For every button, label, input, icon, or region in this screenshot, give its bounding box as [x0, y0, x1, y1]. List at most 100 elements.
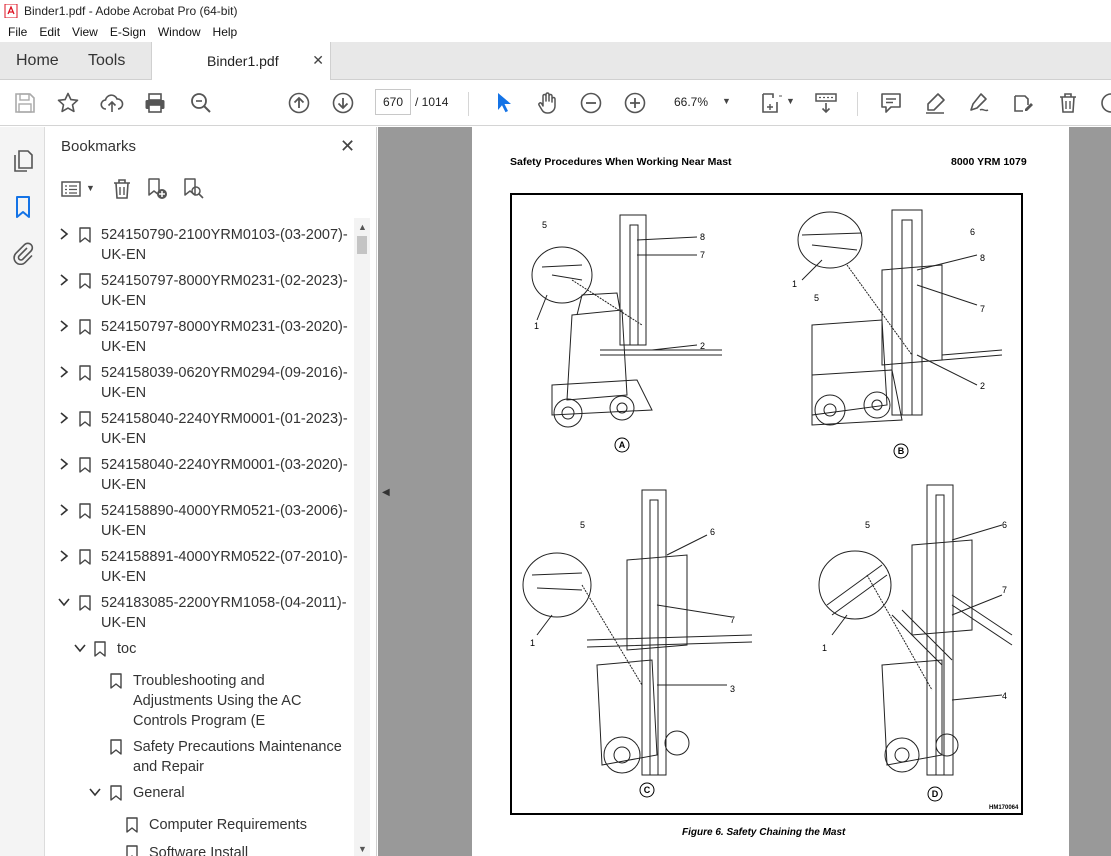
hand-tool-icon[interactable] — [535, 91, 559, 115]
find-bookmark-icon[interactable] — [181, 177, 205, 201]
delete-bookmark-icon[interactable] — [110, 177, 134, 201]
chevron-right-icon[interactable] — [58, 457, 70, 471]
collapse-panel-icon[interactable]: ◀ — [382, 487, 390, 498]
chevron-right-icon[interactable] — [58, 319, 70, 333]
chevron-right-icon[interactable] — [58, 273, 70, 287]
zoom-level-select[interactable]: 66.7% — [674, 95, 709, 109]
menu-file[interactable]: File — [8, 25, 28, 39]
save-icon[interactable] — [13, 91, 37, 115]
chevron-right-icon[interactable] — [58, 549, 70, 563]
close-panel-icon[interactable]: ✕ — [340, 136, 356, 156]
page-thumbnails-icon[interactable] — [11, 149, 35, 173]
edit-document-icon[interactable] — [1011, 91, 1035, 115]
bookmark-item[interactable]: 524158891-4000YRM0522-(07-2010)- UK-EN — [46, 547, 356, 587]
chevron-down-icon[interactable]: ▼ — [86, 183, 95, 193]
chevron-right-icon[interactable] — [58, 365, 70, 379]
figure-caption: Figure 6. Safety Chaining the Mast — [682, 827, 846, 838]
close-tab-icon[interactable]: ✕ — [312, 52, 324, 68]
callout-d-7: 7 — [1002, 585, 1007, 595]
comment-icon[interactable] — [879, 91, 903, 115]
scroll-thumb[interactable] — [357, 236, 367, 254]
panel-label-d: D — [932, 789, 939, 799]
print-icon[interactable] — [143, 91, 167, 115]
menu-edit[interactable]: Edit — [39, 25, 61, 39]
callout-a-2: 2 — [700, 341, 705, 351]
bookmark-options-icon[interactable] — [60, 177, 84, 201]
bookmark-icon — [79, 503, 91, 519]
bookmark-tools: ▼ — [46, 175, 377, 205]
select-cursor-icon[interactable] — [492, 91, 516, 115]
next-page-icon[interactable] — [331, 91, 355, 115]
chevron-right-icon[interactable] — [58, 411, 70, 425]
bookmark-item[interactable]: 524158040-2240YRM0001-(03-2020)- UK-EN — [46, 455, 356, 495]
bookmark-item[interactable]: 524150790-2100YRM0103-(03-2007)- UK-EN — [46, 225, 356, 265]
bookmark-item-safety[interactable]: Safety Precautions Maintenance and Repai… — [46, 737, 356, 777]
scroll-up-icon[interactable]: ▲ — [358, 222, 367, 232]
more-tools-icon[interactable] — [1099, 91, 1111, 115]
page-number-input[interactable]: 670 — [375, 89, 411, 115]
bookmark-item-toc[interactable]: toc — [46, 639, 356, 659]
bookmark-item[interactable]: 524158039-0620YRM0294-(09-2016)- UK-EN — [46, 363, 356, 403]
scroll-mode-icon[interactable] — [814, 91, 838, 115]
chevron-down-icon[interactable] — [73, 641, 87, 655]
bookmark-item-expanded[interactable]: 524183085-2200YRM1058-(04-2011)- UK-EN — [46, 593, 356, 633]
menu-esign[interactable]: E-Sign — [109, 25, 146, 39]
page-fit-icon[interactable] — [758, 91, 782, 115]
navigation-rail — [0, 127, 45, 856]
cloud-upload-icon[interactable] — [100, 91, 124, 115]
tab-document[interactable]: Binder1.pdf ✕ — [151, 42, 331, 81]
tab-home[interactable]: Home — [16, 52, 59, 69]
zoom-search-icon[interactable] — [189, 91, 213, 115]
scroll-down-icon[interactable]: ▼ — [358, 844, 367, 854]
chevron-down-icon[interactable] — [88, 785, 102, 799]
previous-page-icon[interactable] — [287, 91, 311, 115]
page-total: / 1014 — [415, 95, 449, 109]
chevron-down-icon[interactable] — [57, 595, 71, 609]
callout-a-1: 1 — [534, 321, 539, 331]
callout-c-1: 1 — [530, 638, 535, 648]
chevron-down-icon[interactable]: ▼ — [722, 96, 731, 106]
menu-window[interactable]: Window — [157, 25, 201, 39]
forklift-c-drawing — [522, 489, 753, 776]
bookmark-item-general[interactable]: General — [46, 783, 356, 803]
bookmarks-scrollbar[interactable]: ▲ ▼ — [354, 218, 370, 856]
bookmark-icon — [110, 739, 122, 755]
star-icon[interactable] — [56, 91, 80, 115]
tab-tools[interactable]: Tools — [88, 52, 126, 69]
figure-code: HM170064 — [989, 805, 1019, 811]
window-title: Binder1.pdf - Adobe Acrobat Pro (64-bit) — [24, 4, 238, 18]
new-bookmark-icon[interactable] — [145, 177, 169, 201]
delete-icon[interactable] — [1056, 91, 1080, 115]
bookmark-item[interactable]: 524158040-2240YRM0001-(01-2023)- UK-EN — [46, 409, 356, 449]
bookmark-icon — [79, 365, 91, 381]
bookmark-item[interactable]: 524150797-8000YRM0231-(03-2020)- UK-EN — [46, 317, 356, 357]
bookmark-item-software-install[interactable]: Software Install — [46, 843, 356, 856]
chevron-down-icon[interactable]: ▼ — [786, 96, 795, 106]
bookmark-item-computer-requirements[interactable]: Computer Requirements — [46, 815, 356, 835]
sign-pen-icon[interactable] — [967, 91, 991, 115]
chevron-right-icon[interactable] — [58, 503, 70, 517]
callout-c-5: 5 — [580, 520, 585, 530]
bookmark-item-troubleshooting[interactable]: Troubleshooting and Adjustments Using th… — [46, 671, 356, 731]
menu-view[interactable]: View — [72, 25, 98, 39]
pdf-page: Safety Procedures When Working Near Mast… — [472, 127, 1069, 856]
bookmark-icon — [79, 595, 91, 611]
callout-b-8: 8 — [980, 253, 985, 263]
highlight-pen-icon[interactable] — [923, 91, 947, 115]
figure-frame: 5 8 7 1 2 6 8 1 5 7 2 5 6 1 7 3 5 6 — [510, 193, 1023, 815]
menu-help[interactable]: Help — [212, 25, 238, 39]
callout-b-1: 1 — [792, 279, 797, 289]
panel-label-a: A — [619, 440, 626, 450]
chevron-right-icon[interactable] — [58, 227, 70, 241]
bookmark-icon — [79, 549, 91, 565]
bookmark-item[interactable]: 524150797-8000YRM0231-(02-2023)- UK-EN — [46, 271, 356, 311]
bookmarks-icon[interactable] — [11, 195, 35, 219]
bookmark-item[interactable]: 524158890-4000YRM0521-(03-2006)- UK-EN — [46, 501, 356, 541]
zoom-out-icon[interactable] — [579, 91, 603, 115]
acrobat-pdf-icon — [4, 4, 18, 18]
zoom-in-icon[interactable] — [623, 91, 647, 115]
callout-b-7: 7 — [980, 304, 985, 314]
bookmark-icon — [79, 273, 91, 289]
panel-label-b: B — [898, 446, 905, 456]
attachments-icon[interactable] — [11, 241, 35, 266]
